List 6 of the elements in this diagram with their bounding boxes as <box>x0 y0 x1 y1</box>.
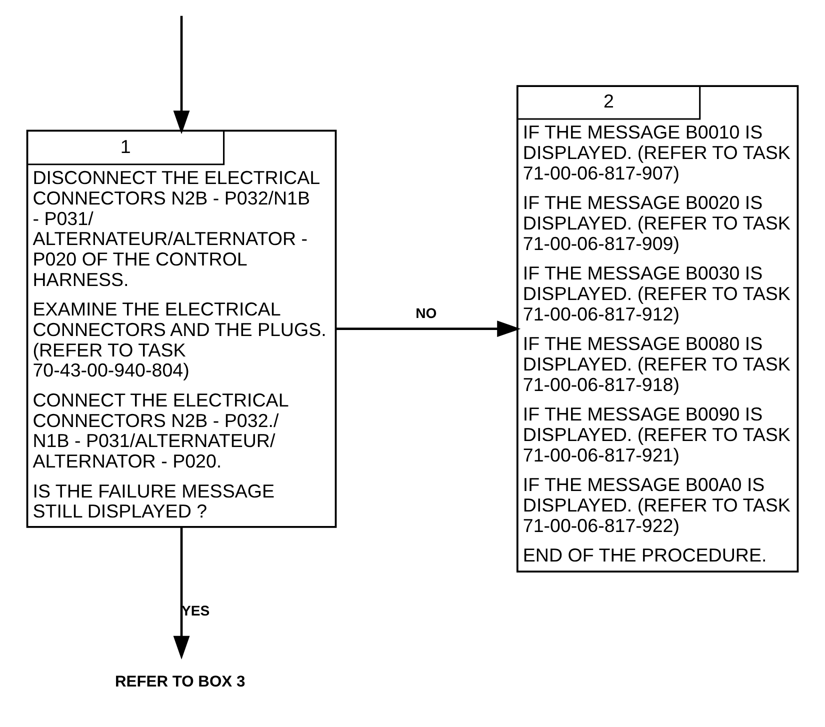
edge-label: YES <box>182 602 210 619</box>
arrow <box>173 527 190 660</box>
node-text: REFER TO BOX 3 <box>114 674 246 691</box>
arrow <box>336 320 521 338</box>
arrow <box>173 16 190 134</box>
edge-label: NO <box>416 305 437 322</box>
